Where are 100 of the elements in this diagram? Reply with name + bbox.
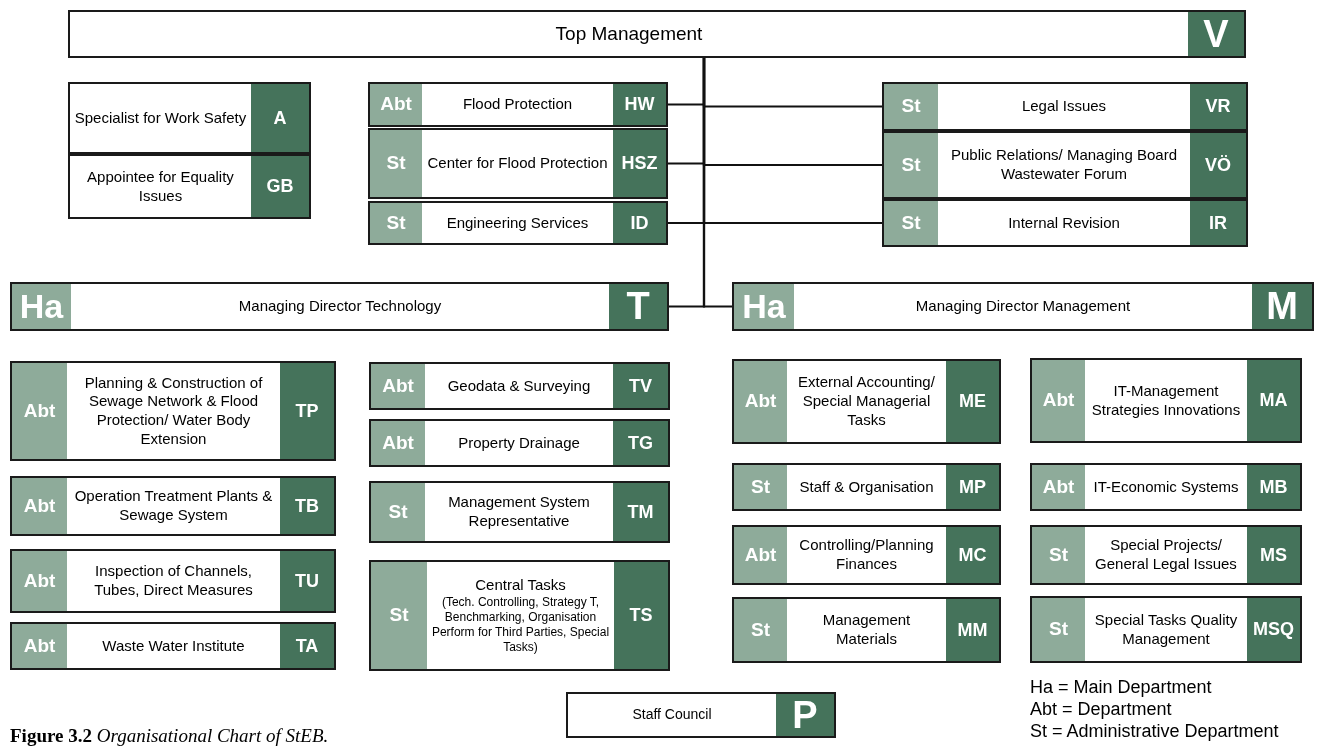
org-unit-box — [1030, 463, 1302, 511]
unit-code-tag: IR — [1190, 201, 1246, 245]
unit-type-tag: Abt — [371, 364, 425, 408]
unit-type-tag: Abt — [12, 478, 67, 534]
org-unit-box — [368, 82, 668, 127]
unit-type-tag: Abt — [1032, 465, 1085, 509]
unit-code-tag: MS — [1247, 527, 1300, 583]
unit-code-tag: TV — [613, 364, 668, 408]
unit-name: Staff Council — [632, 706, 712, 724]
org-unit-box — [368, 128, 668, 199]
unit-code-tag: A — [251, 84, 309, 152]
unit-name: Geodata & Surveying — [447, 376, 591, 396]
unit-code-tag: HSZ — [613, 130, 666, 197]
abbreviation-key-text: St = Administrative Department — [1030, 720, 1279, 742]
unit-type-tag: St — [1032, 598, 1085, 661]
org-unit-box — [566, 692, 836, 738]
unit-code-tag: P — [776, 694, 834, 736]
unit-type-tag: St — [1032, 527, 1085, 583]
unit-name: Top Management — [555, 22, 703, 46]
unit-name: Management Materials — [821, 611, 912, 649]
unit-name: Special Projects/ General Legal Issues — [1094, 536, 1238, 574]
unit-name: Public Relations/ Managing Board Wastewater Forum — [950, 146, 1178, 184]
unit-type-tag: St — [371, 483, 425, 541]
org-unit-box — [882, 131, 1248, 199]
unit-name: Managing Director Management — [915, 297, 1131, 316]
unit-type-tag: Abt — [12, 551, 67, 611]
unit-code-tag: TA — [280, 624, 334, 668]
unit-type-tag: St — [370, 130, 422, 197]
unit-code-tag: MM — [946, 599, 999, 661]
org-unit-box — [882, 199, 1248, 247]
unit-name: Internal Revision — [1008, 213, 1120, 233]
org-unit-box — [68, 10, 1246, 58]
unit-type-tag: Abt — [734, 361, 787, 442]
unit-name: Controlling/Planning Finances — [798, 536, 935, 574]
org-unit-box — [732, 282, 1314, 331]
unit-name: Property Drainage — [458, 433, 580, 453]
unit-name: IT-Management Strategies Innovations — [1090, 381, 1242, 420]
unit-code-tag: VÖ — [1190, 133, 1246, 197]
unit-code-tag: TU — [280, 551, 334, 611]
unit-name: Flood Protection — [462, 95, 573, 114]
unit-code-tag: MSQ — [1247, 598, 1300, 661]
org-unit-box — [369, 419, 670, 467]
unit-type-tag: Abt — [734, 527, 787, 583]
org-unit-box — [369, 481, 670, 543]
unit-code-tag: VR — [1190, 84, 1246, 129]
figure-caption: Figure 3.2 Organisational Chart of StEB. — [10, 724, 329, 748]
org-unit-box — [369, 560, 670, 671]
unit-type-tag: Ha — [12, 284, 71, 329]
org-unit-box — [732, 525, 1001, 585]
org-unit-box — [1030, 525, 1302, 585]
org-unit-box — [368, 201, 668, 245]
unit-code-tag: GB — [251, 156, 309, 217]
org-unit-box — [10, 476, 336, 536]
org-unit-box — [10, 622, 336, 670]
unit-type-tag: Abt — [12, 624, 67, 668]
unit-name: Legal Issues — [1021, 97, 1107, 116]
unit-code-tag: MB — [1247, 465, 1300, 509]
unit-name: Managing Director Technology — [238, 297, 442, 316]
unit-type-tag: St — [370, 203, 422, 243]
unit-code-tag: ME — [946, 361, 999, 442]
unit-name: External Accounting/ Special Managerial Tasks — [797, 373, 936, 430]
unit-name: IT-Economic Systems — [1093, 477, 1239, 497]
unit-type-tag: St — [734, 465, 787, 509]
unit-name: Central Tasks — [475, 576, 566, 595]
unit-type-tag: St — [734, 599, 787, 661]
unit-code-tag: TS — [614, 562, 668, 669]
unit-type-tag: Abt — [12, 363, 67, 459]
org-unit-box — [1030, 596, 1302, 663]
unit-name: Special Tasks Quality Management — [1093, 610, 1239, 649]
org-unit-box — [10, 282, 669, 331]
unit-code-tag: MP — [946, 465, 999, 509]
unit-type-tag: St — [371, 562, 427, 669]
unit-name: Waste Water Institute — [102, 636, 245, 656]
org-unit-box — [1030, 358, 1302, 443]
unit-name: Center for Flood Protection — [427, 154, 608, 173]
unit-code-tag: ID — [613, 203, 666, 243]
org-unit-box — [369, 362, 670, 410]
unit-name: Operation Treatment Plants & Sewage System — [73, 487, 274, 525]
unit-type-tag: St — [884, 133, 938, 197]
org-unit-box — [732, 463, 1001, 511]
unit-name: Appointee for Equality Issues — [86, 167, 235, 206]
unit-type-tag: Abt — [370, 84, 422, 125]
org-unit-box — [10, 549, 336, 613]
unit-code-tag: M — [1252, 284, 1312, 329]
unit-name: Inspection of Channels, Tubes, Direct Measures — [93, 562, 254, 600]
abbreviation-key-text: Ha = Main Department — [1030, 676, 1213, 698]
unit-code-tag: TG — [613, 421, 668, 465]
connector-line — [702, 58, 732, 308]
abbreviation-key-text: Abt = Department — [1030, 698, 1173, 720]
unit-name: Planning & Construction of Sewage Network & Flood Protection/ Water Body Extension — [83, 373, 264, 449]
unit-code-tag: TP — [280, 363, 334, 459]
unit-type-tag: Abt — [1032, 360, 1085, 441]
unit-code-tag: TB — [280, 478, 334, 534]
org-unit-box — [10, 361, 336, 461]
unit-code-tag: TM — [613, 483, 668, 541]
unit-code-tag: V — [1188, 12, 1244, 56]
org-unit-box — [732, 597, 1001, 663]
org-unit-box — [732, 359, 1001, 444]
unit-type-tag: St — [884, 201, 938, 245]
unit-code-tag: MA — [1247, 360, 1300, 441]
